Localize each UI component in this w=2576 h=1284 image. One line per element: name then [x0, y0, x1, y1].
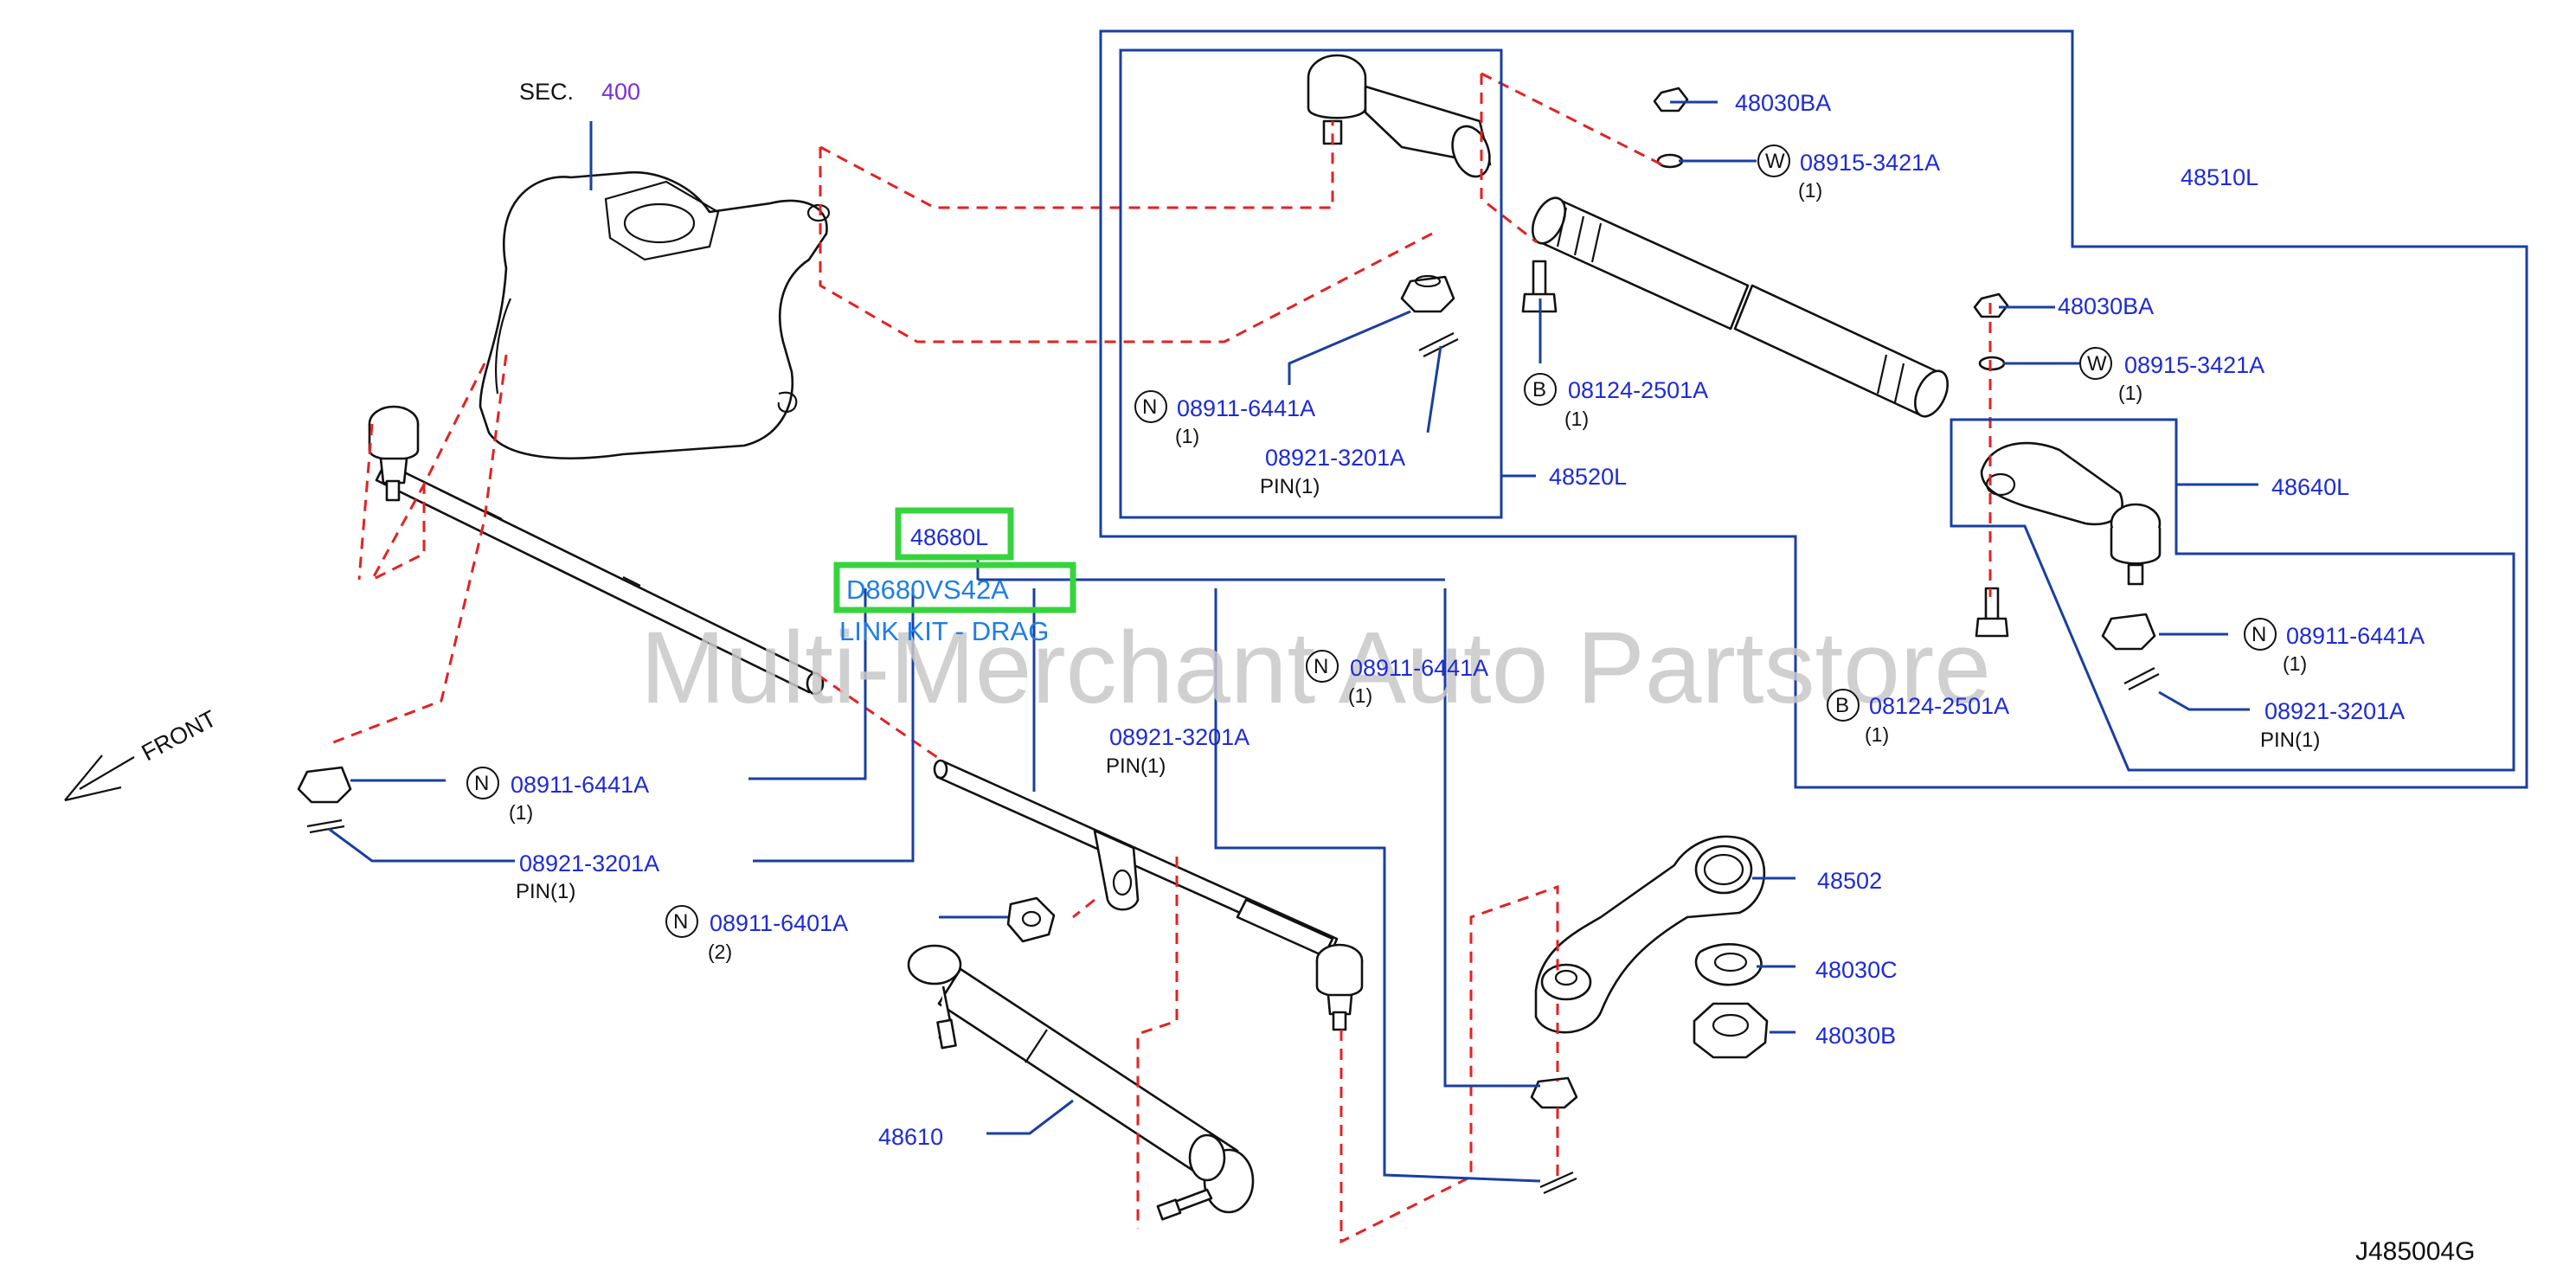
bolt-symbol-right: B [1827, 689, 1860, 722]
part-48510L[interactable]: 48510L [2181, 164, 2258, 190]
kit-part-number[interactable]: 48680L [910, 524, 988, 550]
cotter-pin-left [306, 819, 345, 834]
part-48030C[interactable]: 48030C [1815, 957, 1898, 983]
castle-nut-upper [1400, 274, 1455, 313]
qty-08911-6441A-middle: (1) [1348, 684, 1372, 707]
part-48520L[interactable]: 48520L [1549, 464, 1627, 490]
assembly-lines [328, 72, 1992, 1244]
part-08911-6441A-right[interactable]: 08911-6441A [2286, 623, 2425, 649]
part-08124-right[interactable]: 08124-2501A [1869, 693, 2009, 719]
lower-right-tie-rod-end [1980, 441, 2162, 586]
part-08921-box[interactable]: 08921-3201A [1265, 445, 1405, 471]
pitman-arm [1534, 835, 1766, 1034]
cotter-pin-pitman [1539, 1171, 1577, 1195]
pin-08921-right: PIN(1) [2260, 729, 2320, 752]
nut-symbol-08911-middle: N [1306, 650, 1339, 683]
svg-text:W: W [1765, 150, 1785, 173]
castle-nut-right [2101, 613, 2156, 651]
svg-text:N: N [474, 772, 489, 795]
washer-08915-upper [1656, 153, 1684, 169]
part-48030B[interactable]: 48030B [1815, 1023, 1896, 1049]
castle-nut-pitman [1530, 1076, 1578, 1109]
nut-symbol-08911-right: N [2244, 618, 2277, 651]
svg-text:N: N [673, 910, 688, 934]
svg-text:B: B [1835, 694, 1849, 717]
part-48502[interactable]: 48502 [1817, 868, 1882, 894]
front-arrow-icon [64, 754, 135, 802]
washer-08915-right [1978, 356, 2006, 371]
qty-08911-6401A: (2) [708, 941, 732, 963]
svg-text:N: N [1314, 655, 1328, 678]
nut-48030BA-upper [1653, 87, 1689, 112]
part-08124-upper[interactable]: 08124-2501A [1568, 377, 1708, 403]
section-prefix: SEC. [519, 79, 574, 105]
part-08921-right[interactable]: 08921-3201A [2264, 698, 2405, 724]
steering-gear-housing [479, 170, 831, 459]
qty-08915-right: (1) [2118, 382, 2142, 404]
kit-partnumber-highlight [895, 507, 1014, 561]
part-48640L[interactable]: 48640L [2271, 474, 2349, 500]
adjusting-tube [1531, 196, 1950, 418]
pin-08921-box: PIN(1) [1260, 475, 1320, 498]
svg-text:B: B [1532, 378, 1546, 401]
part-48610[interactable]: 48610 [878, 1124, 943, 1150]
part-08911-6441A-box[interactable]: 08911-6441A [1177, 395, 1315, 421]
pin-08921-middle: PIN(1) [1106, 754, 1166, 778]
kit-name: LINK KIT - DRAG [839, 616, 1049, 646]
kit-code-highlight [833, 562, 1076, 613]
pin-08921-left: PIN(1) [516, 880, 575, 903]
kit-code[interactable]: D8680VS42A [846, 575, 1009, 605]
part-08911-6441A-middle[interactable]: 08911-6441A [1350, 655, 1488, 681]
qty-08124-right: (1) [1865, 723, 1889, 746]
castle-nut-left [297, 766, 352, 804]
part-48030BA-right[interactable]: 48030BA [2058, 293, 2154, 319]
svg-text:W: W [2087, 352, 2107, 376]
qty-08915-upper: (1) [1798, 179, 1822, 202]
section-number-link[interactable]: 400 [601, 79, 640, 105]
washer-symbol-upper: W [1757, 144, 1790, 177]
part-48030BA-upper[interactable]: 48030BA [1735, 90, 1831, 116]
part-08911-6441A-left[interactable]: 08911-6441A [511, 772, 649, 798]
washer-symbol-right: W [2079, 347, 2112, 380]
part-08911-6401A[interactable]: 08911-6401A [710, 910, 848, 936]
part-08921-middle[interactable]: 08921-3201A [1109, 724, 1249, 750]
qty-08911-6441A-box: (1) [1175, 425, 1199, 447]
bolt-symbol-upper: B [1524, 373, 1557, 406]
cotter-pin-right [2123, 667, 2160, 690]
steering-damper [907, 944, 1255, 1221]
idler-arm-nut [1006, 896, 1056, 943]
front-label: FRONT [138, 705, 221, 766]
bolt-08124-right [1975, 587, 2009, 638]
nut-symbol-08911-box: N [1134, 390, 1167, 423]
tie-rod-left [368, 405, 825, 696]
nut-48030B [1693, 1002, 1769, 1059]
washer-48030C [1694, 942, 1763, 986]
part-08915-upper[interactable]: 08915-3421A [1800, 150, 1940, 176]
upper-tie-rod-end [1307, 54, 1492, 178]
part-08921-left[interactable]: 08921-3201A [519, 851, 659, 876]
front-indicator: FRONT [64, 705, 221, 802]
qty-08124-upper: (1) [1564, 408, 1589, 430]
svg-text:N: N [1142, 395, 1157, 419]
diagram-code: J485004G [2355, 1237, 2475, 1266]
qty-08911-6441A-left: (1) [509, 801, 533, 824]
relay-rod [933, 759, 1364, 1031]
leader-lines [328, 29, 2528, 1183]
nut-symbol-08911-6401A: N [665, 905, 698, 938]
nut-symbol-08911-left: N [466, 767, 499, 799]
part-08915-right[interactable]: 08915-3421A [2124, 352, 2264, 378]
svg-text:N: N [2252, 623, 2266, 646]
qty-08911-6441A-right: (1) [2283, 652, 2307, 675]
